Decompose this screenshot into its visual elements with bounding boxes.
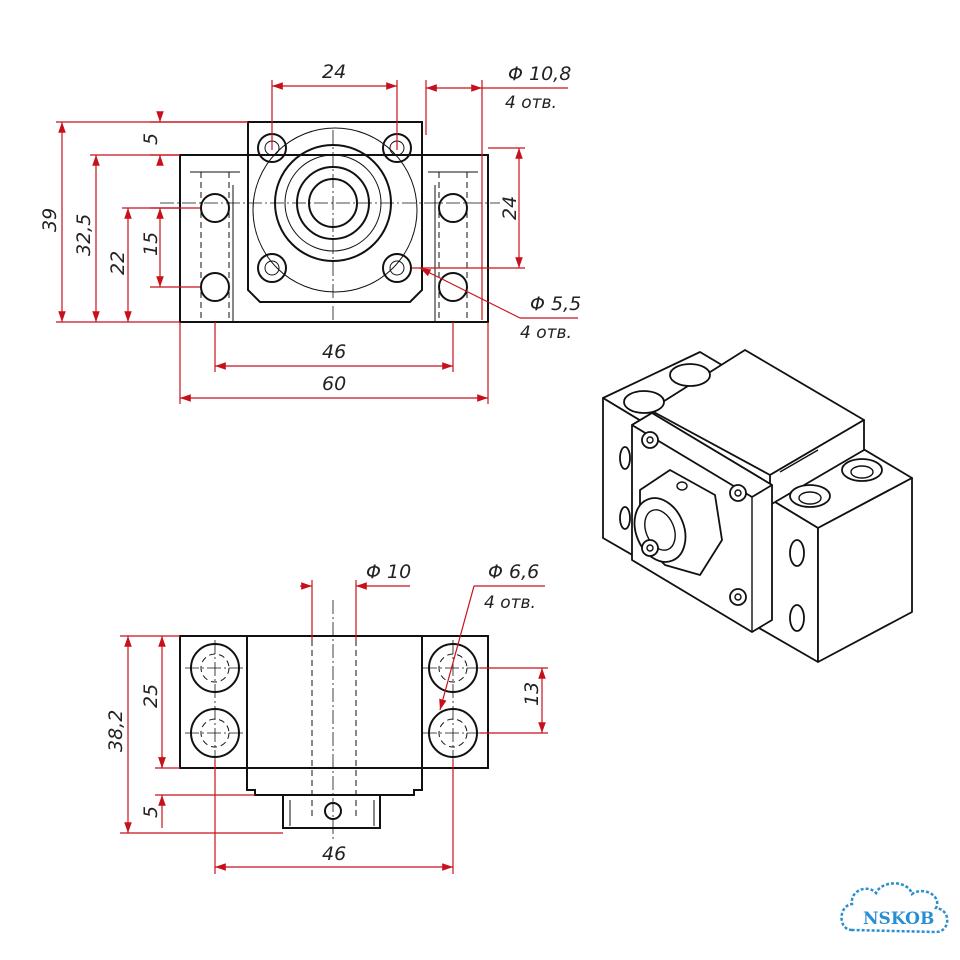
front-hub-outline (282, 795, 381, 829)
dim-24-right: 24 (499, 196, 521, 220)
brand-logo: NSKOB (840, 882, 949, 934)
iso-base-side (817, 477, 913, 663)
isometric-view (602, 349, 913, 663)
front-view-dimensions: Φ 10 Φ 6,6 4 отв. 38,2 25 5 13 (105, 561, 548, 874)
dim-46-top: 46 (322, 341, 346, 363)
dim-60: 60 (322, 373, 346, 395)
top-view: 24 Φ 10,8 4 отв. 24 5 39 (39, 61, 581, 404)
front-base-outline (179, 635, 489, 769)
dim-hole-5-5: Φ 5,5 (530, 293, 581, 315)
front-flange-outline (246, 768, 423, 796)
dim-24-top: 24 (322, 61, 346, 83)
logo-text: NSKOB (863, 909, 934, 929)
front-holes (185, 640, 483, 762)
cloud-icon (840, 882, 949, 934)
dim-bore-10: Φ 10 (366, 561, 411, 583)
dim-13: 13 (521, 682, 543, 706)
dim-hole-10-8-qty: 4 отв. (505, 93, 557, 113)
dim-22: 22 (107, 251, 129, 275)
flange-holes (257, 133, 412, 283)
dim-25: 25 (140, 684, 162, 708)
dim-hole-6-6: Φ 6,6 (488, 561, 539, 583)
front-view: Φ 10 Φ 6,6 4 отв. 38,2 25 5 13 (105, 561, 548, 874)
flange-circle (252, 127, 418, 293)
dim-15: 15 (140, 232, 162, 256)
dim-38-2: 38,2 (105, 710, 127, 752)
dim-46-front: 46 (322, 843, 346, 865)
base-holes (190, 171, 478, 322)
dim-hole-10-8: Φ 10,8 (508, 63, 571, 85)
dim-5-front: 5 (140, 806, 162, 818)
flange-housing-outline (247, 121, 423, 303)
top-view-dimensions: 24 Φ 10,8 4 отв. 24 5 39 (39, 61, 581, 404)
dim-39: 39 (39, 208, 61, 232)
dim-hole-5-5-qty: 4 отв. (520, 323, 572, 343)
dim-32-5: 32,5 (73, 214, 95, 256)
dim-5-top: 5 (140, 133, 162, 145)
dim-hole-6-6-qty: 4 отв. (484, 593, 536, 613)
